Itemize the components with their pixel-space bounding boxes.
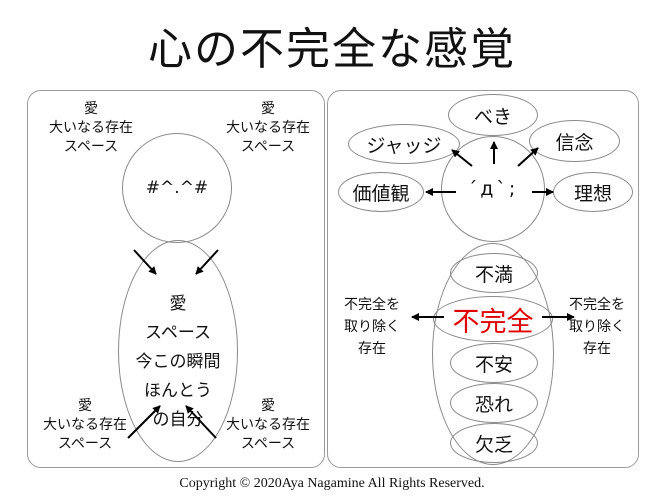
corner-top-right: 愛 大いなる存在 スペース (213, 100, 323, 157)
arrow-to-judge (451, 149, 473, 167)
slide-title: 心の不完全な感覚 (148, 24, 516, 75)
corner-line: 愛 (261, 398, 275, 414)
arrow-in-upper-right (195, 249, 219, 275)
thought-upper-left-label: ジャッジ (366, 134, 442, 157)
feeling-label: 不安 (474, 353, 513, 376)
corner-line: スペース (240, 436, 296, 452)
feelings-ellipse (432, 243, 554, 465)
left-panel (27, 90, 325, 468)
corner-line: スペース (240, 139, 296, 155)
thought-left-oval: 価値観 (338, 172, 424, 212)
feeling-label-highlight: 不完全 (452, 306, 534, 338)
corner-line: 大いなる存在 (226, 120, 310, 136)
corner-line: スペース (63, 139, 119, 155)
corner-line: 愛 (78, 398, 92, 414)
right-panel (327, 90, 639, 468)
copyright-text: Copyright © 2020Aya Nagamine All Rights … (179, 476, 485, 491)
side-line: 取り除く (569, 319, 625, 335)
true-self-ellipse: 愛 スペース 今この瞬間 ほんとう の自分 (118, 240, 238, 462)
corner-line: スペース (57, 436, 113, 452)
feeling-label: 恐れ (474, 393, 513, 416)
center-line: 愛 (169, 293, 187, 314)
corner-line: 大いなる存在 (226, 417, 310, 433)
side-line: 存在 (583, 341, 611, 357)
arrow-in-lower-left (127, 405, 161, 439)
corner-bottom-right: 愛 大いなる存在 スペース (213, 397, 323, 454)
thought-right-label: 理想 (573, 182, 612, 205)
thought-upper-right-label: 信念 (555, 131, 594, 154)
corner-line: 愛 (261, 101, 275, 117)
arrow-in-upper-left (133, 249, 157, 275)
side-line: 不完全を (344, 297, 400, 313)
thought-upper-left-oval: ジャッジ (348, 124, 460, 164)
side-line: 不完全を (569, 297, 625, 313)
center-line: ほんとう (144, 380, 212, 401)
troubled-face: ´д`; (467, 178, 519, 200)
feeling-label: 欠乏 (474, 433, 513, 456)
corner-top-left: 愛 大いなる存在 スペース (36, 100, 146, 157)
feeling-oval-fukanzen: 不完全 (433, 296, 553, 342)
thought-top-label: べき (473, 105, 512, 128)
thought-left-label: 価値観 (352, 182, 410, 205)
smiley-face: #^.^# (145, 178, 209, 198)
center-line: の自分 (152, 409, 204, 430)
side-line: 取り除く (344, 319, 400, 335)
corner-line: 愛 (84, 101, 98, 117)
corner-bottom-left: 愛 大いなる存在 スペース (30, 397, 140, 454)
troubled-face-circle: ´д`; (441, 136, 545, 242)
side-text-right: 不完全を 取り除く 存在 (558, 294, 636, 360)
arrow-to-shinnen (517, 147, 539, 167)
corner-line: 大いなる存在 (43, 417, 127, 433)
true-self-text: 愛 スペース 今この瞬間 ほんとう の自分 (136, 290, 221, 435)
center-line: 今この瞬間 (135, 351, 221, 372)
center-line: スペース (145, 322, 211, 343)
feeling-oval-fuman: 不満 (450, 253, 538, 293)
thought-upper-right-oval: 信念 (529, 120, 620, 162)
side-line: 存在 (358, 341, 386, 357)
feeling-label: 不満 (474, 263, 513, 286)
thought-top-oval: べき (448, 94, 538, 136)
corner-line: 大いなる存在 (49, 120, 133, 136)
side-text-left: 不完全を 取り除く 存在 (333, 294, 411, 360)
arrow-in-lower-right (185, 405, 217, 439)
feeling-oval-ketsubou: 欠乏 (450, 423, 538, 463)
